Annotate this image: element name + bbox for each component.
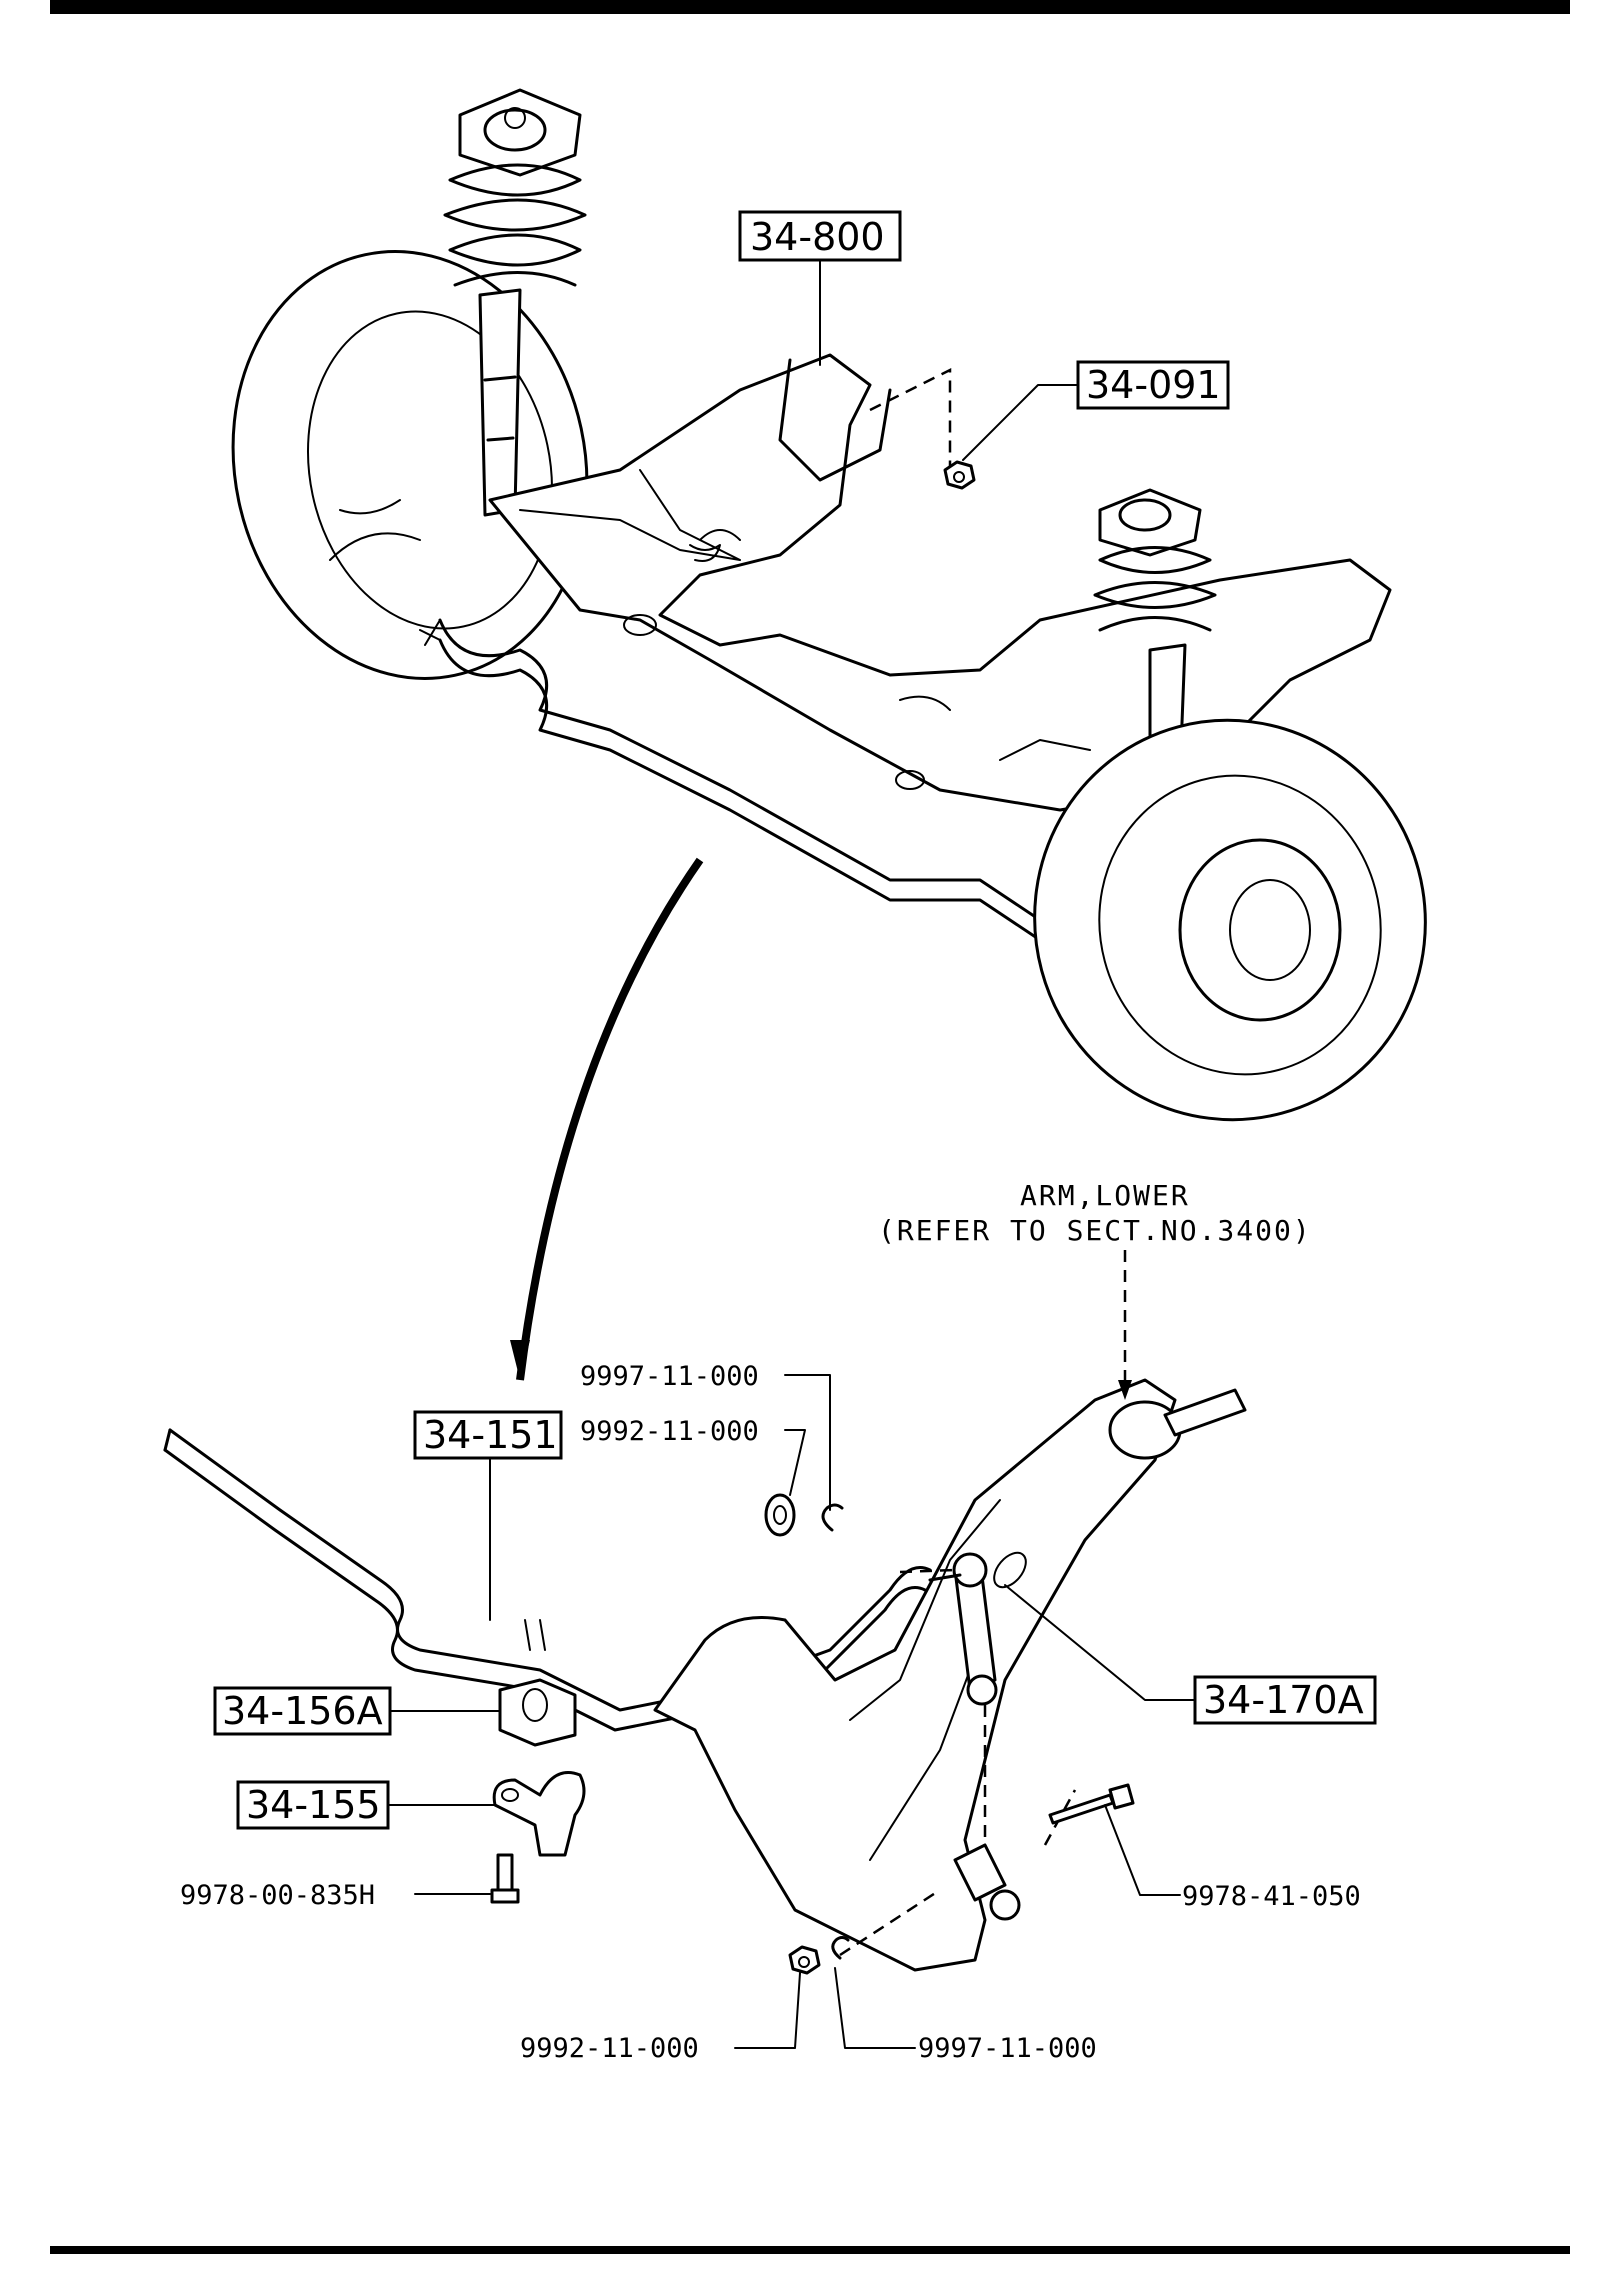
reference-note-line1: ARM,LOWER: [1020, 1179, 1190, 1212]
label-34-170A: 34-170A: [1203, 1678, 1364, 1722]
label-bracket-bolt[interactable]: 9978-00-835H: [180, 1880, 375, 1911]
label-34-800: 34-800: [750, 215, 885, 259]
callout-34-156A[interactable]: 34-156A: [213, 1686, 392, 1736]
callout-34-155[interactable]: 34-155: [236, 1780, 390, 1830]
bushing-bracket: [492, 1771, 586, 1857]
callout-34-091[interactable]: 34-091: [1076, 360, 1230, 410]
label-washer-lower[interactable]: 9997-11-000: [918, 2033, 1097, 2064]
stabilizer-bushing: [498, 1678, 577, 1747]
lower-arm: [653, 1378, 1247, 1972]
label-nut-upper[interactable]: 9992-11-000: [580, 1416, 759, 1447]
lower-washer: [831, 1936, 850, 1960]
detail-leader: [516, 857, 704, 1381]
label-34-155: 34-155: [246, 1783, 381, 1827]
stabilizer-link: [928, 1552, 998, 1706]
lower-nut: [788, 1945, 821, 1975]
label-washer-upper[interactable]: 9997-11-000: [580, 1361, 759, 1392]
callout-34-800[interactable]: 34-800: [738, 210, 902, 262]
stabilizer-bar: [168, 1428, 932, 1712]
right-wheel: [1033, 718, 1427, 1122]
crossmember-nut: [943, 460, 976, 490]
callout-34-170A[interactable]: 34-170A: [1193, 1675, 1377, 1725]
label-34-151: 34-151: [423, 1413, 558, 1457]
top-border: [50, 0, 1570, 14]
arm-bolt: [1048, 1783, 1135, 1825]
callout-leaders: [384, 249, 1196, 2049]
bracket-bolt: [490, 1853, 520, 1904]
left-strut: [443, 88, 587, 517]
reference-note-line2: (REFER TO SECT.NO.3400): [878, 1214, 1312, 1247]
label-34-156A: 34-156A: [222, 1689, 383, 1733]
stabilizer-bar-upper: [419, 618, 1212, 952]
upper-washer: [821, 1503, 844, 1532]
label-nut-lower[interactable]: 9992-11-000: [520, 2033, 699, 2064]
front-suspension-assembly: [231, 88, 1427, 1381]
left-wheel: [231, 250, 589, 680]
upper-nut: [764, 1493, 796, 1537]
callout-34-151[interactable]: 34-151: [413, 1410, 563, 1460]
stabilizer-detail: [163, 1378, 1247, 1975]
label-34-091: 34-091: [1086, 363, 1221, 407]
bottom-border: [50, 2246, 1570, 2254]
label-arm-bolt[interactable]: 9978-41-050: [1182, 1881, 1361, 1912]
